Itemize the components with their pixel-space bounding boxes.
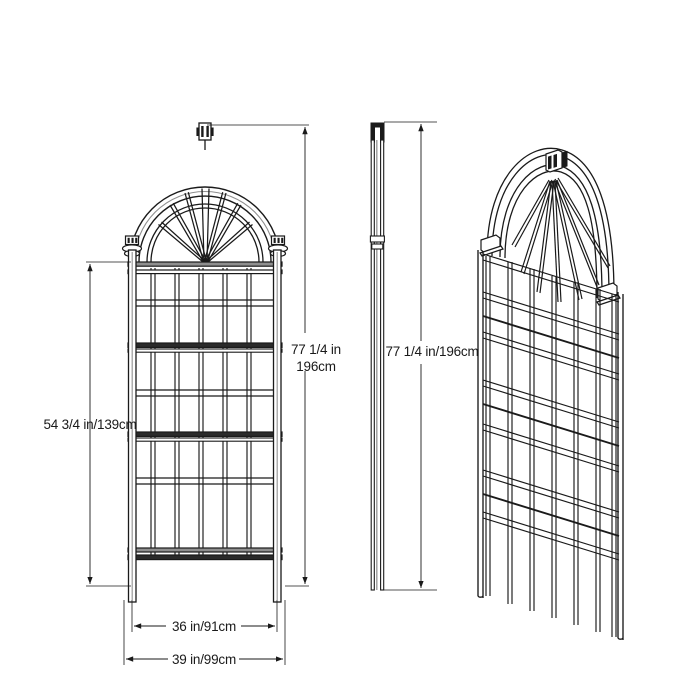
side-top-hook	[370, 122, 385, 143]
frame-post-highlights	[131, 252, 278, 600]
front-elevation-view	[121, 122, 289, 603]
perspective-view	[477, 147, 624, 640]
arch-crown-finial	[196, 122, 214, 150]
dimension-overall-height-front-label-line2: 196cm	[296, 359, 336, 374]
side-post-right	[380, 139, 385, 591]
lattice-main-rails	[127, 261, 283, 561]
lattice-cross-bars	[133, 299, 277, 485]
dimension-panel-width-label: 36 in/91cm	[172, 619, 236, 634]
dimension-overall-height-front-geometry	[207, 124, 309, 587]
perspective-frame-posts	[477, 250, 624, 640]
dimension-overall-height-side-label: 77 1/4 in/196cm	[385, 344, 478, 359]
dimension-overall-height-side-geometry	[384, 121, 437, 591]
lattice-vertical-bars	[150, 268, 252, 556]
arch-inner-edge	[146, 203, 264, 263]
perspective-fan-spokes	[511, 177, 611, 303]
arch-fan-spokes	[158, 188, 253, 263]
dimension-panel-height-label: 54 3/4 in/139cm	[43, 417, 136, 432]
arch-inner-inner-edge	[150, 207, 260, 263]
dimension-labels: 54 3/4 in/139cm 77 1/4 in 196cm 77 1/4 i…	[43, 342, 478, 667]
dimension-panel-height-geometry	[86, 261, 131, 587]
front-lattice-panel	[127, 249, 283, 603]
arch-outer-core	[133, 190, 277, 263]
dimension-overall-height-front-label-line1: 77 1/4 in	[291, 342, 341, 357]
dimension-panel-width-geometry	[131, 600, 278, 632]
arch-assembly	[129, 186, 281, 263]
arch-outer-inner-edge	[138, 195, 272, 263]
perspective-left-joint	[479, 234, 504, 257]
perspective-lattice-verticals	[485, 256, 617, 637]
arch-outer-edge	[129, 186, 281, 263]
dimension-lines	[86, 121, 437, 665]
side-post-left	[370, 139, 375, 591]
side-joint-collar	[369, 235, 385, 250]
side-profile-view	[369, 122, 385, 591]
perspective-lattice-horizontals	[482, 253, 620, 561]
dimension-overall-width-geometry	[123, 600, 286, 665]
dimension-overall-width-label: 39 in/99cm	[172, 652, 236, 667]
perspective-main-rails	[482, 315, 620, 537]
perspective-crown-finial	[545, 149, 568, 173]
